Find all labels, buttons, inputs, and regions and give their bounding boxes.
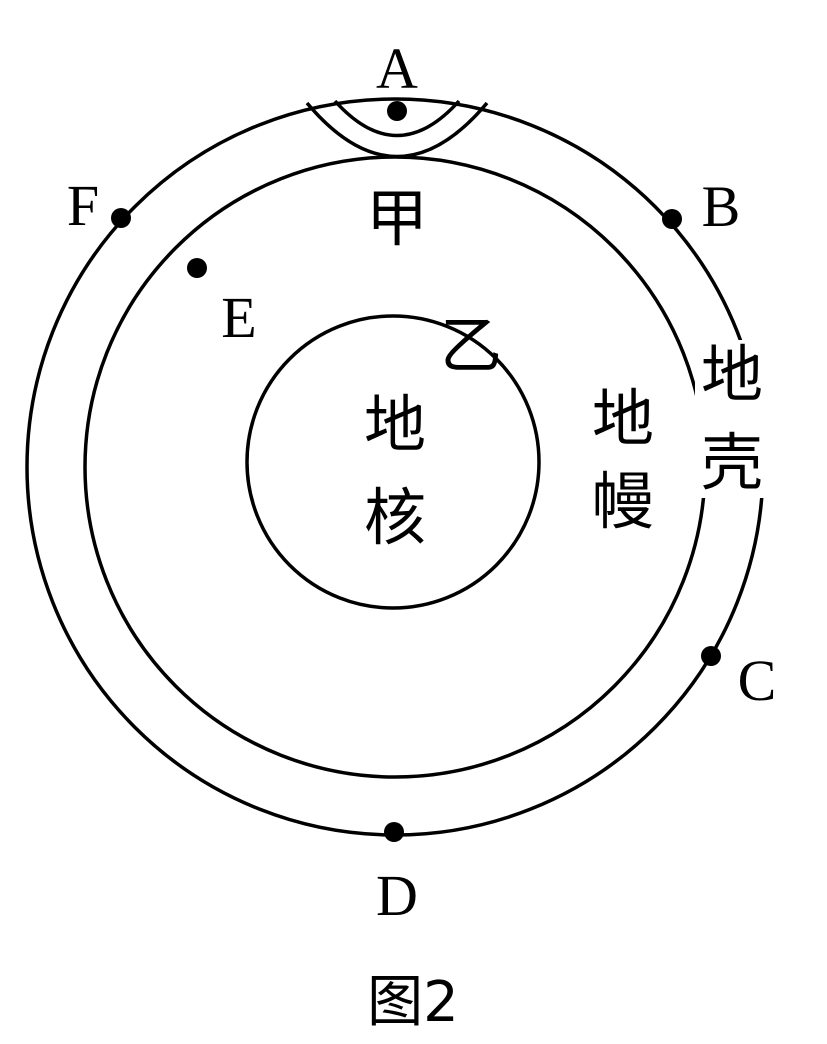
point-c-dot (701, 646, 721, 666)
point-f-dot (111, 208, 131, 228)
crust-label-line1: 地 (701, 338, 763, 411)
yi-label: 乙 (440, 309, 502, 382)
point-b-label: B (702, 174, 741, 239)
point-e-label: E (221, 285, 256, 350)
mantle-label-line2: 幔 (592, 465, 654, 538)
point-a-label: A (376, 36, 418, 101)
mantle-label-line1: 地 (592, 382, 654, 455)
gutenberg-boundary-circle (245, 314, 541, 610)
jia-label: 甲 (366, 182, 428, 255)
point-e-dot (187, 258, 207, 278)
crust-label-line2: 壳 (701, 426, 763, 499)
point-b-dot (662, 209, 682, 229)
point-d-label: D (376, 863, 418, 928)
crust-label-backing (695, 340, 767, 498)
core-label-line2: 核 (364, 481, 426, 554)
jia-structure-arcs (305, 99, 489, 159)
point-a-dot (387, 101, 407, 121)
core-label-line1: 地 (364, 388, 426, 461)
point-f-label: F (67, 173, 99, 238)
figure-caption: 图2 (367, 970, 459, 1035)
point-c-label: C (738, 648, 777, 713)
point-d-dot (384, 822, 404, 842)
